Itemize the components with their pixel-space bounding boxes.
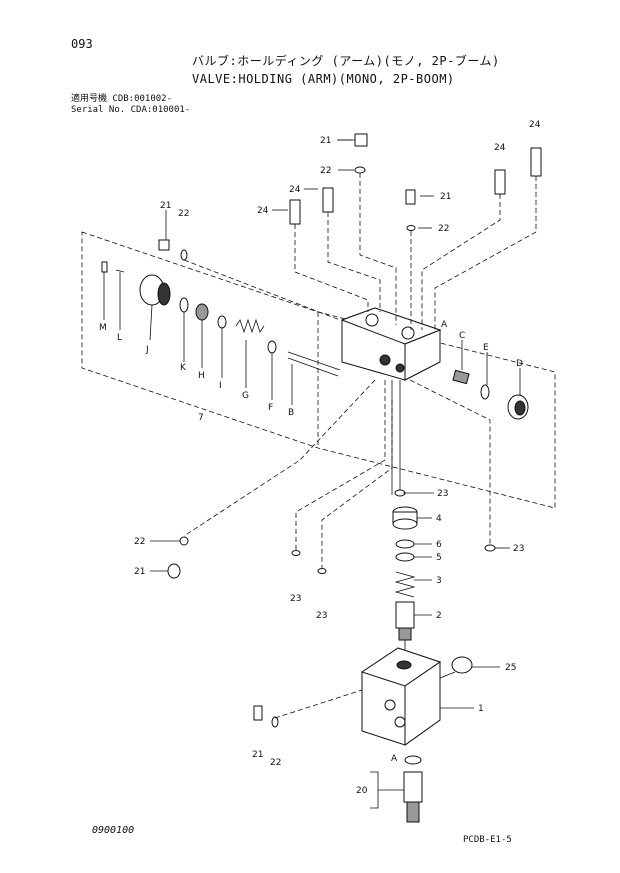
callout-21: 21	[160, 201, 171, 211]
part-25-o-ring	[451, 656, 473, 674]
serial-line-1: 適用号機 CDB:001002-	[71, 94, 173, 104]
part-K-o-ring	[179, 297, 189, 362]
part-E-o-ring	[480, 352, 490, 400]
callout-23: 23	[513, 544, 524, 554]
seal-22-mid	[406, 225, 416, 231]
serial-line-2: Serial No. CDA:010001-	[71, 105, 191, 115]
callout-5: 5	[436, 553, 442, 563]
serial-applicability: 適用号機 CDB:001002- Serial No. CDA:010001-	[71, 94, 190, 116]
callout-25: 25	[505, 663, 516, 673]
callout-3: 3	[436, 576, 442, 586]
callout-24: 24	[494, 143, 506, 153]
plug-21-bottom	[253, 705, 263, 721]
callout-A: A	[441, 320, 448, 330]
lower-valve-block	[360, 647, 442, 746]
callout-G: G	[242, 391, 249, 401]
part-20-fitting	[403, 771, 423, 823]
bolt-21-mid	[405, 189, 416, 205]
callout-22: 22	[178, 209, 189, 219]
part-B-spool	[287, 351, 341, 405]
fitting-20-seal	[404, 755, 422, 765]
part-I-ring	[217, 315, 227, 378]
part-G-spring	[235, 318, 265, 388]
callout-24: 24	[257, 206, 269, 216]
page-number: 093	[71, 37, 93, 51]
callout-22: 22	[134, 537, 145, 547]
part-L-pin	[115, 269, 125, 330]
part-C-check	[452, 340, 470, 385]
callout-23: 23	[290, 594, 301, 604]
drawing-number: 0900100	[92, 825, 135, 836]
callout-1: 1	[478, 704, 484, 714]
callout-B: B	[288, 408, 294, 418]
title-english: VALVE:HOLDING (ARM)(MONO, 2P-BOOM)	[192, 72, 455, 86]
part-F-ring	[267, 340, 277, 400]
callout-21: 21	[134, 567, 145, 577]
callout-I: I	[219, 381, 222, 391]
callout-A: A	[391, 754, 398, 764]
part-4-cap	[392, 506, 418, 530]
part-H-seat	[195, 303, 209, 368]
callout-J: J	[145, 345, 149, 355]
callout-20: 20	[356, 786, 368, 796]
callout-2: 2	[436, 611, 442, 621]
callout-7: 7	[198, 413, 204, 423]
callout-21: 21	[320, 136, 331, 146]
callout-22: 22	[320, 166, 331, 176]
seal-23-left	[291, 550, 301, 556]
callout-24: 24	[529, 120, 541, 130]
callout-M: M	[99, 323, 107, 333]
callout-H: H	[198, 371, 205, 381]
callout-21: 21	[440, 192, 451, 202]
seal-23-mid	[317, 568, 327, 574]
page-reference: PCDB-E1-5	[463, 835, 512, 845]
callout-D: D	[516, 359, 523, 369]
callout-E: E	[483, 343, 489, 353]
bolt-21-left	[158, 239, 170, 251]
part-3-spring	[394, 571, 416, 598]
part-M-screw	[101, 261, 108, 320]
callout-6: 6	[436, 540, 442, 550]
callout-24: 24	[289, 185, 301, 195]
callout-K: K	[180, 363, 187, 373]
callout-23: 23	[316, 611, 327, 621]
callout-C: C	[459, 331, 465, 341]
title-japanese: バルブ:ホールディング (アーム)(モノ, 2P-ブーム)	[192, 54, 500, 68]
upper-valve-body	[340, 307, 442, 381]
part-2-poppet	[395, 601, 415, 641]
part-D-plug	[507, 368, 529, 420]
part-J-plug	[139, 274, 171, 341]
callout-L: L	[117, 333, 122, 343]
callout-22: 22	[270, 758, 281, 768]
callout-4: 4	[436, 514, 442, 524]
seal-22-bottom	[271, 716, 279, 728]
callout-22: 22	[438, 224, 449, 234]
callout-F: F	[268, 403, 273, 413]
callout-21: 21	[252, 750, 263, 760]
callout-23: 23	[437, 489, 448, 499]
